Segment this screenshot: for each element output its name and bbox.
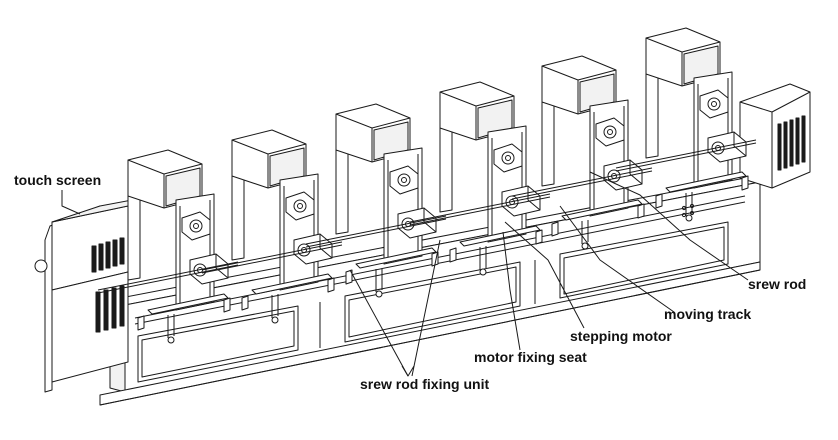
leader-fixing-unit-a bbox=[349, 269, 409, 377]
label-touch-screen: touch screen bbox=[14, 172, 102, 188]
leader-motor-fixing-seat bbox=[502, 231, 521, 351]
label-stepping-motor: stepping motor bbox=[570, 328, 672, 344]
leader-moving-track bbox=[559, 205, 675, 313]
leader-touch-screen bbox=[61, 190, 81, 215]
leader-fixing-unit-b bbox=[411, 239, 441, 377]
label-srew-rod: srew rod bbox=[748, 276, 807, 292]
right-cabinet bbox=[739, 83, 811, 189]
touch-screen-cabinet bbox=[34, 199, 133, 393]
leader-stepping-motor bbox=[504, 221, 585, 329]
label-moving-track: moving track bbox=[664, 306, 752, 322]
leader-srew-rod bbox=[589, 171, 749, 281]
leader-lines bbox=[61, 171, 749, 377]
label-motor-fixing-seat: motor fixing seat bbox=[474, 349, 587, 365]
label-srew-rod-fixing-unit: srew rod fixing unit bbox=[360, 376, 490, 392]
